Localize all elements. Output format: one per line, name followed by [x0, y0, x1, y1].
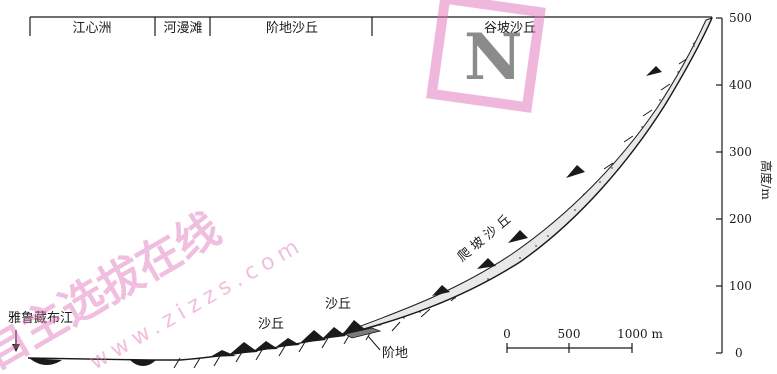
scale-bar: 0 500 1000 m: [503, 327, 663, 353]
terrace-dunes: [210, 320, 366, 357]
tick-label: 100: [729, 279, 752, 293]
watermark-logo: N: [426, 0, 546, 113]
label-terrace: 阶地: [382, 346, 408, 361]
sand-stipple: [379, 45, 695, 326]
tick-label: 300: [729, 145, 752, 159]
zone-label-slope-dunes: 谷坡沙丘: [484, 21, 536, 36]
terrace-pointer: [367, 335, 381, 351]
climbing-dune-band: [339, 17, 713, 337]
label-river: 雅鲁藏布江: [8, 311, 73, 326]
tick-label: 500: [729, 11, 752, 25]
scale-label-1000: 1000 m: [617, 327, 663, 341]
tick-label: 200: [729, 212, 752, 226]
scale-label-0: 0: [503, 327, 511, 341]
zone-label-terrace-dunes: 阶地沙丘: [266, 21, 318, 36]
terrace-step: [343, 327, 382, 339]
scale-label-500: 500: [558, 327, 581, 341]
label-dune-left: 沙丘: [258, 317, 284, 332]
zone-bar: 江心洲 河漫滩 阶地沙丘 谷坡沙丘: [29, 16, 712, 36]
slope-dune-crests: [432, 66, 662, 296]
svg-text:N: N: [464, 20, 523, 95]
river-channel-2: [130, 360, 156, 366]
river-channel: [28, 357, 62, 366]
axis-title: 高度/m: [759, 160, 774, 200]
height-axis: 500 400 300 200 100 0 高度/m: [716, 11, 774, 360]
tick-label: 400: [729, 78, 752, 92]
label-dune-right: 沙丘: [325, 297, 351, 312]
zone-label-islet: 江心洲: [72, 21, 111, 36]
bedrock-hatching: [173, 37, 703, 369]
ground-surface-line: [27, 17, 713, 361]
zone-label-floodplain: 河漫滩: [163, 21, 202, 36]
terrain-profile: [27, 17, 713, 369]
tick-label: 0: [735, 346, 743, 360]
label-climbing-dune: 爬 坡 沙 丘: [455, 212, 514, 265]
river-arrow-head: [12, 344, 20, 352]
